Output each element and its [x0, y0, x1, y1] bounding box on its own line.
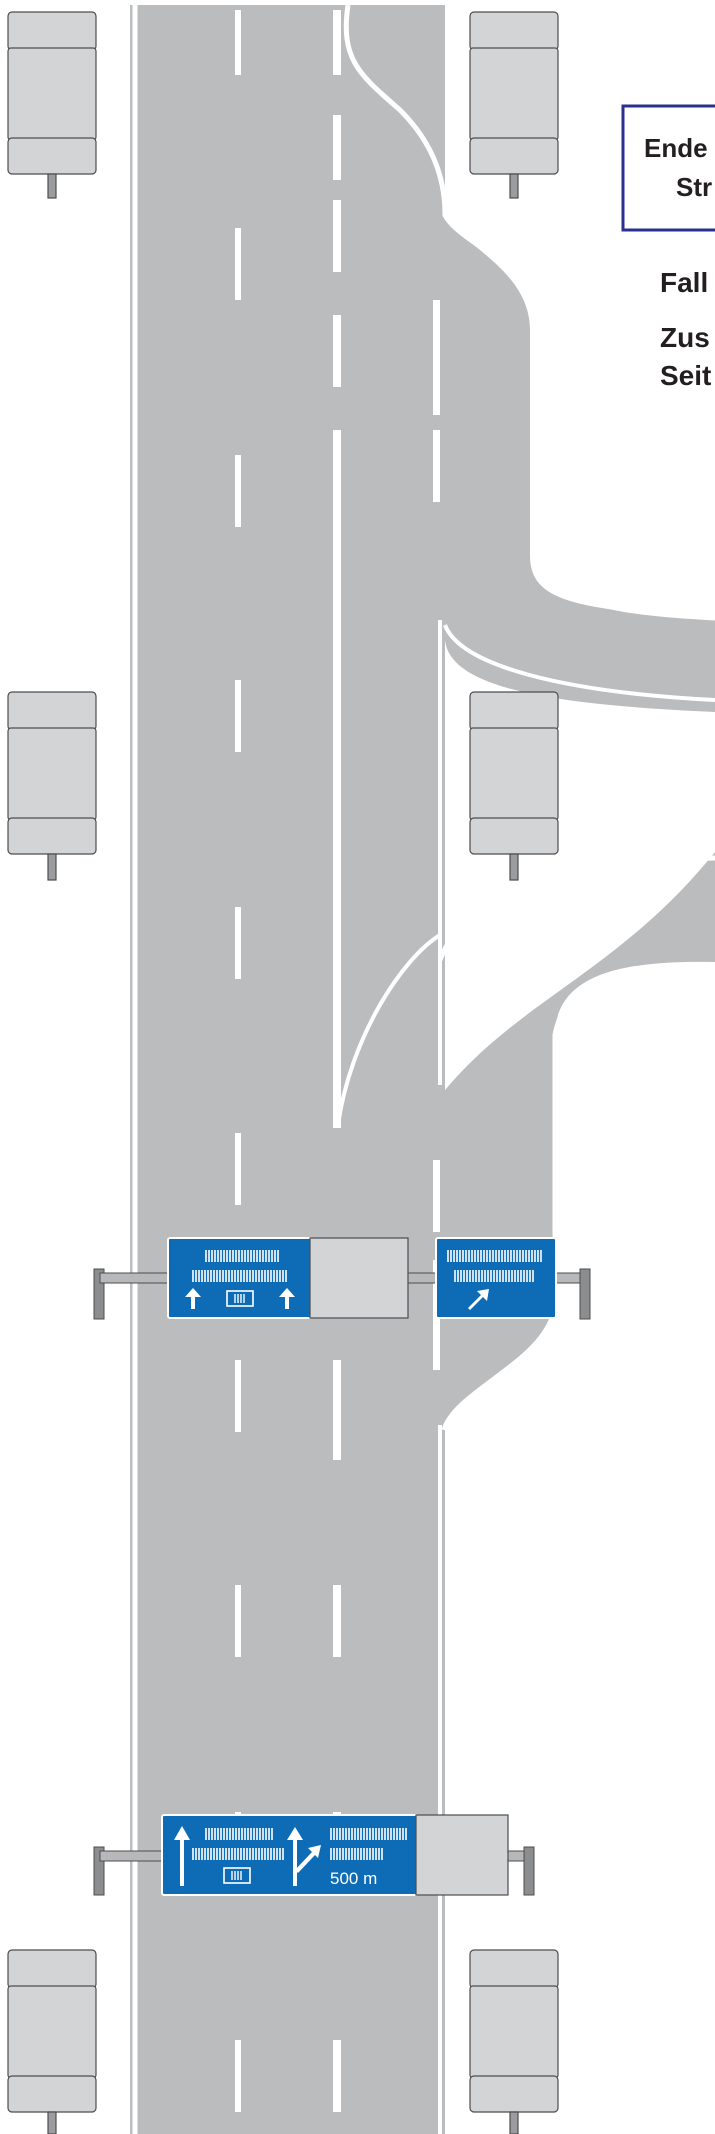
main-carriageway — [130, 5, 445, 2134]
dash — [235, 1360, 241, 1432]
exit-outer-curve — [343, 4, 715, 621]
dash — [235, 455, 241, 527]
arrow-split-right-icon — [287, 1827, 321, 1886]
info-box-line-1: Ende — [644, 133, 708, 163]
dash — [235, 2040, 241, 2112]
route-number-plate-icon — [226, 1290, 254, 1307]
dash — [235, 10, 241, 75]
distance-label: 500 m — [330, 1869, 377, 1888]
dash — [333, 10, 341, 75]
dash — [333, 1360, 341, 1460]
roadside-panel-right-1 — [469, 11, 559, 199]
dash — [235, 680, 241, 752]
entry-inner-curve — [441, 965, 715, 1431]
gantry-lower: 500 m — [93, 1814, 535, 1896]
exit-inner-curve — [443, 624, 715, 702]
dash — [333, 115, 341, 180]
arrow-up-icon — [279, 1288, 295, 1309]
arrow-diagonal-right-icon — [468, 1289, 489, 1310]
entry-slip-road — [444, 852, 715, 1430]
dash — [235, 907, 241, 979]
dash — [433, 1160, 440, 1232]
note-seit: Seit — [660, 360, 711, 391]
roadside-panels — [7, 11, 559, 2134]
dash — [333, 200, 341, 272]
info-box-line-2: Str — [676, 172, 712, 202]
roadside-panel-left-1 — [7, 11, 97, 199]
upper-exit-lane — [345, 5, 715, 712]
dash — [333, 315, 341, 387]
dash — [433, 300, 440, 415]
edge-lines — [132, 4, 715, 2134]
merge-taper-line — [336, 933, 442, 1126]
dash — [235, 1133, 241, 1205]
exit-destination-placeholder-lines — [447, 1250, 542, 1282]
dash — [333, 488, 341, 1128]
roadside-panel-right-2 — [469, 691, 559, 881]
dash — [235, 1585, 241, 1657]
arrow-up-icon — [185, 1288, 201, 1309]
roadside-panel-left-2 — [7, 691, 97, 881]
advance-destination-placeholder-lines — [192, 1828, 407, 1860]
route-number-plate-icon — [223, 1867, 251, 1884]
arrow-up-icon — [174, 1826, 190, 1886]
note-fall: Fall — [660, 267, 708, 298]
roadside-panel-left-3 — [7, 1949, 97, 2134]
dash — [333, 1585, 341, 1657]
dash — [235, 228, 241, 300]
dash — [333, 2040, 341, 2112]
info-box: Ende Str — [621, 104, 715, 232]
blank-panel — [309, 1237, 409, 1319]
notes: Fall Zus Seit — [660, 267, 711, 391]
gantry-upper — [93, 1237, 591, 1320]
dash — [433, 430, 440, 502]
note-zus: Zus — [660, 322, 710, 353]
destination-placeholder-lines — [192, 1250, 287, 1282]
blank-panel — [415, 1814, 509, 1896]
dash — [333, 430, 341, 502]
roadside-panel-right-3 — [469, 1949, 559, 2134]
entry-outer-curve — [437, 855, 715, 961]
